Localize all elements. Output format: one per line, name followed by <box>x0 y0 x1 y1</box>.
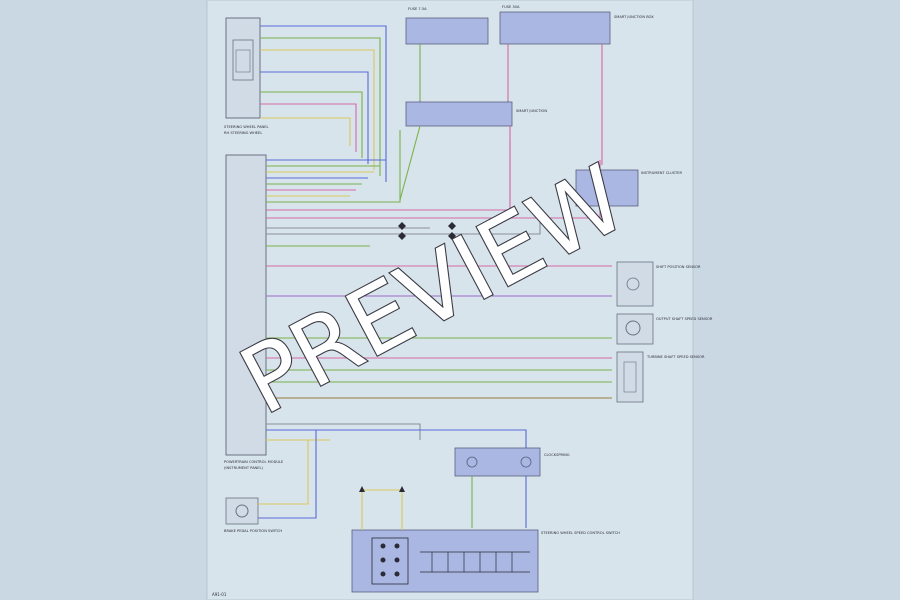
svg-text:SHIFT POSITION SENSOR: SHIFT POSITION SENSOR <box>656 265 701 269</box>
fuse-2: FUSE 30A SMART JUNCTION BOX <box>499 5 654 165</box>
paper-sheet <box>206 0 694 600</box>
panel-wires <box>260 25 387 182</box>
steering-switch: STEERING WHEEL SPEED CONTROL SWITCH <box>351 486 620 593</box>
shift-position-sensor: SHIFT POSITION SENSOR <box>616 261 701 307</box>
svg-text:RH STEERING WHEEL: RH STEERING WHEEL <box>224 131 262 135</box>
turbine-speed-sensor: TURBINE SHAFT SPEED SENSOR <box>616 351 705 403</box>
svg-text:SMART JUNCTION BOX: SMART JUNCTION BOX <box>614 15 654 19</box>
output-speed-sensor: OUTPUT SHAFT SPEED SENSOR <box>616 313 713 345</box>
fuse-1: FUSE 7.5A <box>405 7 489 100</box>
svg-text:FUSE 7.5A: FUSE 7.5A <box>408 7 427 11</box>
pcm-label: POWERTRAIN CONTROL MODULE <box>224 460 284 464</box>
svg-text:TURBINE SHAFT SPEED SENSOR: TURBINE SHAFT SPEED SENSOR <box>646 355 705 359</box>
pcm-signal-lines <box>266 130 612 448</box>
svg-text:CLOCKSPRING: CLOCKSPRING <box>544 453 570 457</box>
svg-text:STEERING WHEEL SPEED CONTROL S: STEERING WHEEL SPEED CONTROL SWITCH <box>541 531 620 535</box>
pcm-block: POWERTRAIN CONTROL MODULE (INSTRUMENT PA… <box>224 154 284 470</box>
svg-text:(INSTRUMENT PANEL): (INSTRUMENT PANEL) <box>224 466 264 470</box>
svg-text:BRAKE PEDAL POSITION SWITCH: BRAKE PEDAL POSITION SWITCH <box>224 529 282 533</box>
clockspring: CLOCKSPRING <box>454 447 570 528</box>
page-number: A91-01 <box>212 592 227 597</box>
splice-markers <box>398 222 456 240</box>
svg-text:FUSE 30A: FUSE 30A <box>502 5 520 9</box>
steering-wheel-panel: STEERING WHEEL PANEL RH STEERING WHEEL <box>224 17 269 135</box>
svg-text:INSTRUMENT CLUSTER: INSTRUMENT CLUSTER <box>641 171 682 175</box>
relay-block: SMART JUNCTION <box>399 100 547 210</box>
svg-text:OUTPUT SHAFT SPEED SENSOR: OUTPUT SHAFT SPEED SENSOR <box>656 317 713 321</box>
brake-sensor: BRAKE PEDAL POSITION SWITCH <box>224 430 330 533</box>
sw-panel-label: STEERING WHEEL PANEL <box>224 125 269 129</box>
svg-text:SMART JUNCTION: SMART JUNCTION <box>516 109 547 113</box>
instrument-cluster: INSTRUMENT CLUSTER <box>575 169 682 207</box>
